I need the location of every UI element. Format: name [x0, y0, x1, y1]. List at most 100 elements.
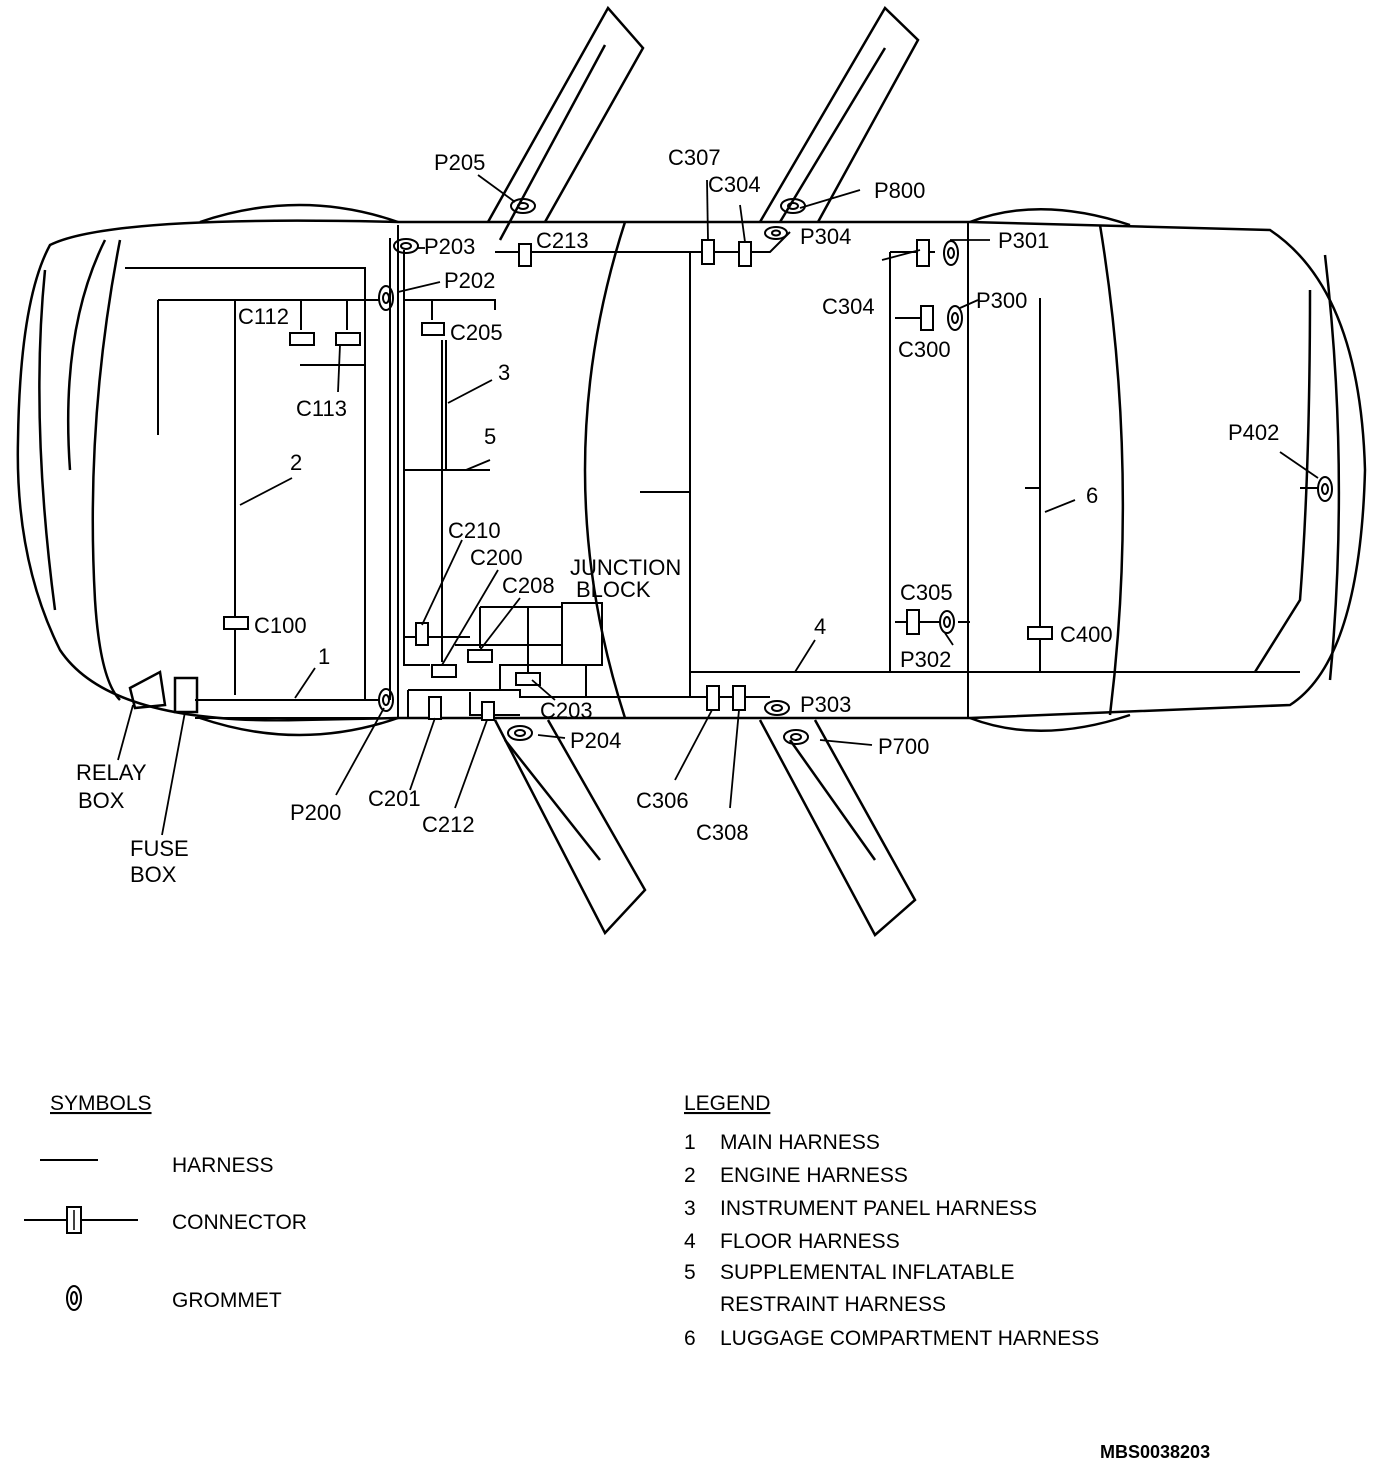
connector-c308 [732, 685, 746, 711]
label-relay: RELAY [76, 760, 147, 785]
label-p301: P301 [998, 228, 1049, 253]
leader-lines [117, 174, 1319, 836]
grommet-p402 [1317, 476, 1333, 502]
label-c112: C112 [238, 304, 289, 329]
label-harness-5: 5 [484, 424, 496, 449]
label-c213: C213 [536, 228, 589, 253]
label-c306: C306 [636, 788, 689, 813]
figure-code: MBS0038203 [1100, 1442, 1210, 1462]
label-harness-2: 2 [290, 450, 302, 475]
connector-c200 [431, 664, 457, 678]
label-relay-box: BOX [78, 788, 125, 813]
label-block: BLOCK [576, 577, 651, 602]
label-c200: C200 [470, 545, 523, 570]
label-p800: P800 [874, 178, 925, 203]
label-c304-right: C304 [822, 294, 875, 319]
connector-c306 [706, 685, 720, 711]
relay-fuse-boxes [128, 670, 199, 714]
label-p303: P303 [800, 692, 851, 717]
label-c300: C300 [898, 337, 951, 362]
label-p304: P304 [800, 224, 851, 249]
label-c201: C201 [368, 786, 421, 811]
label-p700: P700 [878, 734, 929, 759]
label-c208: C208 [502, 573, 555, 598]
grommet-p204 [507, 725, 533, 741]
label-harness-3: 3 [498, 360, 510, 385]
grommet-p300 [947, 305, 963, 331]
connector-c205 [421, 322, 445, 336]
label-c308: C308 [696, 820, 749, 845]
grommet-p303 [764, 700, 790, 716]
symbol-harness-label: HARNESS [172, 1154, 274, 1177]
label-p202: P202 [444, 268, 495, 293]
connector-c300 [920, 305, 934, 331]
connector-c307 [701, 239, 715, 265]
label-c205: C205 [450, 320, 503, 345]
connector-c304-right [916, 239, 930, 267]
symbols-key: SYMBOLS HARNESS CONNECTOR GROMMET [24, 1092, 307, 1312]
label-p203: P203 [424, 234, 475, 259]
legend-title: LEGEND [684, 1092, 770, 1115]
label-c305: C305 [900, 580, 953, 605]
label-c203: C203 [540, 698, 593, 723]
grommet-p301 [943, 240, 959, 266]
label-harness-4: 4 [814, 614, 826, 639]
relay-box-shape [128, 670, 167, 710]
label-p302: P302 [900, 647, 951, 672]
legend: LEGEND 1 MAIN HARNESS 2 ENGINE HARNESS 3… [684, 1092, 1099, 1350]
connector-c113 [335, 332, 361, 346]
legend-num: 1 [684, 1131, 696, 1154]
label-harness-1: 1 [318, 644, 330, 669]
legend-num: 3 [684, 1197, 696, 1220]
label-p204: P204 [570, 728, 621, 753]
legend-text: ENGINE HARNESS [720, 1164, 908, 1187]
grommet-p304 [764, 226, 788, 240]
legend-num: 4 [684, 1230, 696, 1253]
car-body-outline [16, 203, 1367, 737]
connector-symbol [24, 1206, 138, 1234]
legend-text: RESTRAINT HARNESS [720, 1293, 946, 1316]
label-c212: C212 [422, 812, 475, 837]
connector-c212 [481, 701, 495, 721]
grommet-p203 [393, 238, 419, 254]
legend-text: FLOOR HARNESS [720, 1230, 900, 1253]
grommet-p200 [378, 688, 394, 712]
connector-c213 [518, 243, 532, 267]
label-junction: JUNCTION [570, 555, 681, 580]
legend-text: LUGGAGE COMPARTMENT HARNESS [720, 1327, 1099, 1350]
label-p402: P402 [1228, 420, 1279, 445]
grommet-p202 [378, 285, 394, 311]
label-fuse: FUSE [130, 836, 189, 861]
label-c113: C113 [296, 396, 347, 421]
label-p300: P300 [976, 288, 1027, 313]
label-c210: C210 [448, 518, 501, 543]
diagram-labels: P205 P203 C213 P202 C112 C205 C113 3 5 2… [76, 145, 1279, 887]
connector-c100 [223, 616, 249, 630]
grommet-p700 [783, 729, 809, 745]
connector-c201 [428, 696, 442, 720]
grommet-symbol [66, 1285, 82, 1311]
legend-num: 6 [684, 1327, 696, 1350]
legend-num: 5 [684, 1261, 696, 1284]
grommet-p205 [510, 198, 536, 214]
label-c100: C100 [254, 613, 307, 638]
legend-text: SUPPLEMENTAL INFLATABLE [720, 1261, 1014, 1284]
symbol-grommet-label: GROMMET [172, 1289, 282, 1312]
connector-c210 [415, 622, 429, 646]
connector-c304-top [738, 241, 752, 267]
label-p200: P200 [290, 800, 341, 825]
legend-text: INSTRUMENT PANEL HARNESS [720, 1197, 1037, 1220]
connector-c400 [1027, 626, 1053, 640]
label-harness-6: 6 [1086, 483, 1098, 508]
connector-c112 [289, 332, 315, 346]
legend-num: 2 [684, 1164, 696, 1187]
harness-lines [125, 222, 1318, 719]
connector-symbols [223, 239, 1053, 721]
connector-c208 [467, 649, 493, 663]
label-c307: C307 [668, 145, 721, 170]
grommet-symbols [378, 198, 1333, 745]
grommet-p302 [939, 610, 955, 634]
label-fuse-box: BOX [130, 862, 177, 887]
symbols-title: SYMBOLS [50, 1092, 152, 1115]
